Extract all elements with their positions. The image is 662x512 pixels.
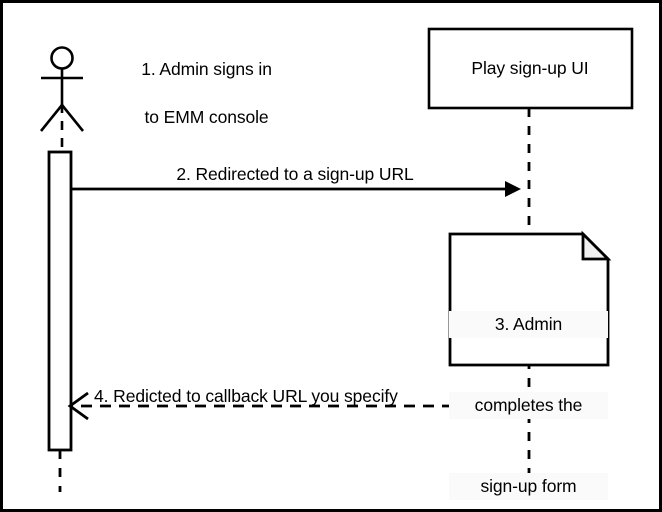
note-label-step3: 3. Admin completes the sign-up form: [449, 257, 608, 512]
actor-leg-right-icon: [60, 104, 85, 132]
message-label-step4: 4. Redicted to callback URL you specify: [94, 386, 398, 406]
annotation-step1-line1: 1. Admin signs in: [141, 59, 272, 79]
participant-box-play-signup-ui[interactable]: [427, 27, 634, 110]
arrowhead-filled-step2: [505, 181, 521, 197]
note-step3-line2: completes the: [449, 392, 608, 419]
annotation-step1-label: 1. Admin signs in to EMM console: [97, 33, 297, 153]
actor-head-icon: [50, 46, 74, 70]
message-label-step2: 2. Redirected to a sign-up URL: [176, 164, 414, 184]
note-step3-line1: 3. Admin: [449, 311, 608, 338]
note-step3-line3: sign-up form: [449, 473, 608, 500]
message-arrow-step2[interactable]: [71, 181, 521, 197]
actor-leg-left-icon: [39, 104, 64, 132]
actor-admin[interactable]: [39, 46, 85, 132]
note-fold-corner-icon: [581, 230, 612, 261]
participant-label-play-signup-ui: Play sign-up UI: [471, 58, 589, 78]
arrowhead-open-step4: [67, 391, 89, 421]
annotation-step1-line2: to EMM console: [144, 107, 269, 127]
activation-bar-admin[interactable]: [47, 150, 73, 452]
